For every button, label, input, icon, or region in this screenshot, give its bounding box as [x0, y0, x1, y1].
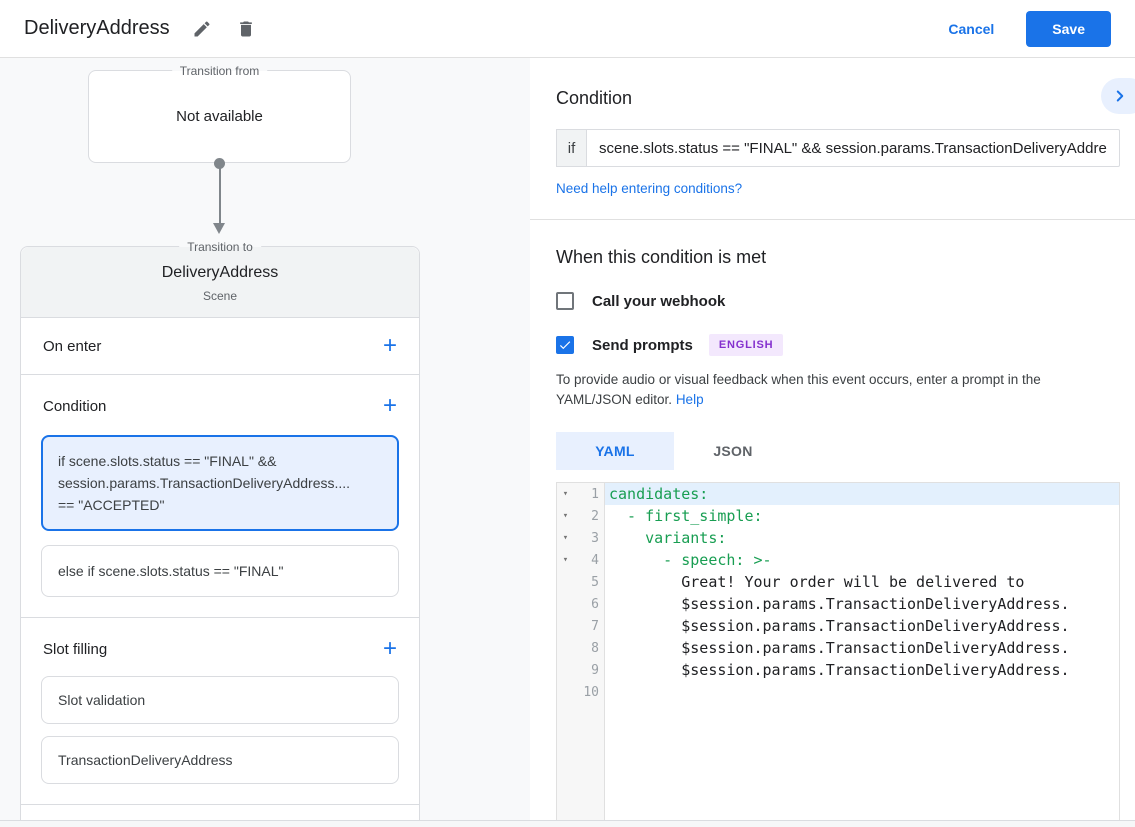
line-number: 10 — [583, 684, 599, 700]
send-prompts-label[interactable]: Send prompts — [592, 336, 693, 354]
webhook-checkbox[interactable] — [556, 292, 574, 310]
line-number: 1 — [591, 486, 599, 502]
line-number: 6 — [591, 596, 599, 612]
prompt-description: To provide audio or visual feedback when… — [556, 370, 1116, 410]
panel-divider — [530, 219, 1135, 220]
connector-dot — [214, 158, 225, 169]
condition-card-selected[interactable]: if scene.slots.status == "FINAL" && sess… — [41, 435, 399, 531]
webhook-row: Call your webhook — [556, 292, 1120, 310]
fold-arrow-icon[interactable]: ▾ — [562, 555, 569, 565]
scene-name: DeliveryAddress — [161, 264, 279, 281]
fold-arrow-icon[interactable]: ▾ — [562, 511, 569, 521]
help-link[interactable]: Help — [675, 392, 704, 407]
language-badge: ENGLISH — [708, 334, 784, 356]
condition-expression-row: if — [556, 129, 1120, 167]
transition-to-card: Transition to DeliveryAddress Scene On e… — [20, 239, 420, 827]
slot-validation-card[interactable]: Slot validation — [41, 676, 399, 724]
page-title: DeliveryAddress — [24, 17, 170, 39]
line-number: 9 — [591, 662, 599, 678]
code-line[interactable]: Great! Your order will be delivered to — [609, 573, 1025, 591]
line-number: 7 — [591, 618, 599, 634]
if-prefix: if — [556, 129, 587, 167]
condition-section-label: Condition — [43, 397, 107, 415]
description-text: To provide audio or visual feedback when… — [556, 372, 1041, 407]
transition-to-label: Transition to — [179, 239, 261, 255]
line-number: 2 — [591, 508, 599, 524]
code-line[interactable]: - speech: >- — [609, 551, 772, 569]
transition-from-box: Transition from Not available — [88, 63, 351, 163]
code-line[interactable]: $session.params.TransactionDeliveryAddre… — [609, 595, 1070, 613]
tab-json[interactable]: JSON — [713, 443, 753, 459]
send-prompts-row: Send prompts ENGLISH — [556, 334, 1120, 356]
slot-filling-section: Slot filling + Slot validation Transacti… — [21, 618, 419, 805]
add-condition-button[interactable]: + — [382, 392, 397, 419]
fold-arrow-icon[interactable]: ▾ — [562, 489, 569, 499]
condition-expression-input[interactable] — [587, 129, 1120, 167]
condition-section: Condition + if scene.slots.status == "FI… — [21, 375, 419, 618]
scene-graph-canvas: Transition from Not available Transition… — [0, 58, 530, 827]
connector-arrowhead-icon — [213, 223, 225, 234]
tab-yaml[interactable]: YAML — [556, 432, 674, 470]
transition-from-label: Transition from — [171, 63, 268, 79]
chevron-right-icon — [1116, 90, 1124, 102]
fold-arrow-icon[interactable]: ▾ — [562, 533, 569, 543]
send-prompts-checkbox[interactable] — [556, 336, 574, 354]
on-enter-row: On enter + — [21, 318, 419, 375]
transition-from-value: Not available — [176, 108, 263, 125]
collapse-panel-button[interactable] — [1101, 78, 1135, 114]
yaml-code-editor[interactable]: ▾ 1 ▾ 2 ▾ 3 ▾ 4 5 6 7 8 9 10 candidates: - f… — [556, 482, 1120, 824]
code-line[interactable]: $session.params.TransactionDeliveryAddre… — [609, 661, 1070, 679]
code-line[interactable]: candidates: — [605, 483, 1119, 505]
condition-help-link[interactable]: Need help entering conditions? — [556, 181, 743, 196]
code-line[interactable]: variants: — [609, 529, 727, 547]
code-line[interactable]: - first_simple: — [609, 507, 763, 525]
handler-title: When this condition is met — [556, 247, 767, 267]
line-number: 4 — [591, 552, 599, 568]
slot-filling-label: Slot filling — [43, 640, 108, 658]
editor-tabs: YAML JSON — [556, 432, 1120, 470]
delete-icon[interactable] — [234, 17, 258, 41]
condition-panel-title: Condition — [556, 88, 633, 108]
line-number: 3 — [591, 530, 599, 546]
scene-header[interactable]: DeliveryAddress Scene — [21, 247, 419, 318]
add-on-enter-button[interactable]: + — [382, 332, 397, 359]
edit-icon[interactable] — [190, 17, 214, 41]
connector-line — [218, 166, 221, 224]
condition-detail-panel: Condition if Need help entering conditio… — [530, 58, 1135, 824]
code-line[interactable]: $session.params.TransactionDeliveryAddre… — [609, 617, 1070, 635]
top-toolbar: DeliveryAddress Cancel Save — [0, 0, 1135, 58]
cancel-button[interactable]: Cancel — [948, 20, 995, 37]
check-icon — [559, 341, 571, 350]
condition-card[interactable]: else if scene.slots.status == "FINAL" — [41, 545, 399, 597]
editor-gutter: ▾ 1 ▾ 2 ▾ 3 ▾ 4 5 6 7 8 9 10 — [557, 483, 605, 823]
code-line[interactable] — [605, 681, 1119, 703]
slot-card[interactable]: TransactionDeliveryAddress — [41, 736, 399, 784]
on-enter-label: On enter — [43, 337, 102, 355]
webhook-label[interactable]: Call your webhook — [592, 292, 726, 310]
add-slot-button[interactable]: + — [382, 635, 397, 662]
save-button[interactable]: Save — [1026, 10, 1111, 47]
line-number: 8 — [591, 640, 599, 656]
scene-type: Scene — [202, 289, 238, 303]
editor-code-area[interactable]: candidates: - first_simple: variants: - … — [605, 483, 1119, 823]
content-bottom-edge — [0, 820, 1135, 827]
line-number: 5 — [591, 574, 599, 590]
code-line[interactable]: $session.params.TransactionDeliveryAddre… — [609, 639, 1070, 657]
